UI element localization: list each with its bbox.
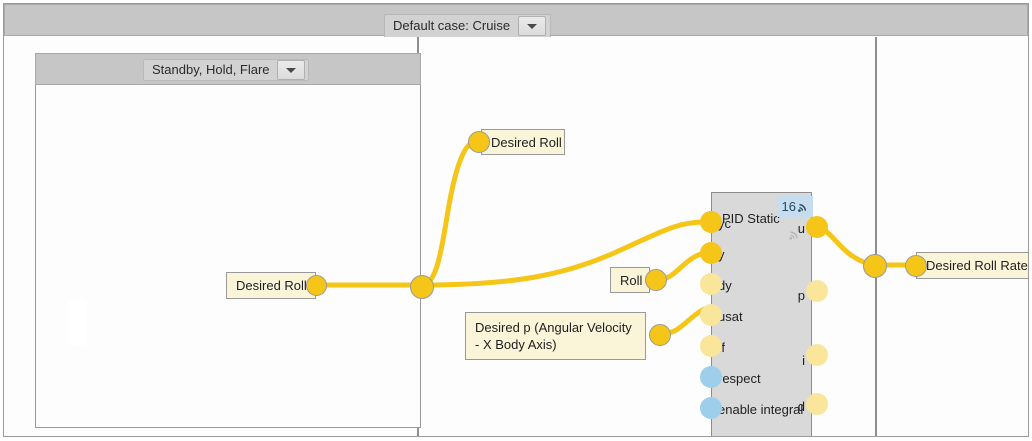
pid-block-title: PID Static bbox=[722, 211, 780, 226]
note-port-desired-roll-rate[interactable] bbox=[905, 255, 927, 277]
pid-input-label-enable-integral: enable integral bbox=[718, 402, 804, 417]
chevron-down-icon[interactable] bbox=[276, 60, 305, 80]
chevron-down-icon[interactable] bbox=[518, 16, 547, 36]
note-desired-roll-left[interactable]: Desired Roll bbox=[226, 272, 316, 299]
pid-port-yc[interactable] bbox=[700, 211, 722, 233]
note-text: Desired Roll Rate bbox=[926, 258, 1028, 273]
signal-icon bbox=[798, 204, 807, 212]
iteration-count-badge: 16 bbox=[776, 196, 813, 217]
pid-port-dy[interactable] bbox=[700, 273, 722, 295]
note-text: Roll bbox=[620, 272, 643, 288]
note-desired-roll-rate[interactable]: Desired Roll Rate bbox=[916, 252, 1028, 279]
pid-port-usat[interactable] bbox=[700, 304, 722, 326]
wire-layer bbox=[313, 139, 912, 337]
pid-input-label-usat: usat bbox=[718, 309, 743, 324]
note-text: Desired p (Angular Velocity - X Body Axi… bbox=[475, 320, 632, 352]
default-case-selector[interactable]: Default case: Cruise bbox=[384, 14, 552, 38]
pid-output-label-u: u bbox=[797, 221, 805, 236]
pid-port-d[interactable] bbox=[806, 393, 828, 415]
pid-port-ff[interactable] bbox=[700, 335, 722, 357]
diagram-canvas[interactable]: Standby, Hold, Flare bbox=[4, 37, 1028, 436]
pid-port-i[interactable] bbox=[806, 344, 828, 366]
wire-junction-to-desired-roll-upper bbox=[419, 139, 477, 288]
pid-port-p[interactable] bbox=[806, 280, 828, 302]
wire-junction-to-yc bbox=[419, 219, 707, 288]
note-text: Desired Roll bbox=[491, 134, 562, 150]
panel-divider-right bbox=[875, 37, 877, 436]
top-toolbar: Default case: Cruise bbox=[4, 4, 1028, 38]
junction-desired-roll[interactable] bbox=[410, 275, 434, 299]
default-case-label: Default case: Cruise bbox=[393, 18, 511, 33]
pid-port-respect[interactable] bbox=[700, 366, 722, 388]
sub-panel-standby-hold-flare: Standby, Hold, Flare bbox=[35, 53, 421, 428]
note-port-roll[interactable] bbox=[645, 269, 667, 291]
pid-static-block[interactable]: PID Static 16 yc y dy bbox=[711, 192, 813, 436]
junction-roll-rate[interactable] bbox=[863, 254, 887, 278]
pid-port-enable-integral[interactable] bbox=[700, 397, 722, 419]
iteration-count-value: 16 bbox=[781, 199, 796, 214]
sub-panel-body[interactable] bbox=[35, 85, 421, 428]
pid-output-label-i: i bbox=[802, 353, 805, 368]
pid-input-label-respect: respect bbox=[718, 371, 761, 386]
note-desired-p[interactable]: Desired p (Angular Velocity - X Body Axi… bbox=[465, 312, 646, 360]
empty-placeholder-shape bbox=[69, 300, 86, 346]
sub-panel-header: Standby, Hold, Flare bbox=[35, 53, 421, 85]
note-port-desired-roll-upper[interactable] bbox=[468, 131, 490, 153]
note-port-desired-roll-left[interactable] bbox=[306, 275, 327, 296]
pid-output-label-d: d bbox=[797, 399, 805, 414]
note-desired-roll-upper[interactable]: Desired Roll bbox=[481, 129, 565, 155]
note-roll[interactable]: Roll bbox=[610, 267, 650, 293]
pid-port-y[interactable] bbox=[700, 242, 722, 264]
note-port-desired-p[interactable] bbox=[649, 324, 671, 346]
sub-panel-selector[interactable]: Standby, Hold, Flare bbox=[143, 59, 309, 81]
signal-icon bbox=[784, 223, 805, 244]
pid-port-u[interactable] bbox=[806, 216, 828, 238]
sub-panel-label: Standby, Hold, Flare bbox=[152, 62, 270, 77]
note-text: Desired Roll bbox=[236, 278, 307, 293]
pid-output-label-p: p bbox=[797, 288, 805, 303]
